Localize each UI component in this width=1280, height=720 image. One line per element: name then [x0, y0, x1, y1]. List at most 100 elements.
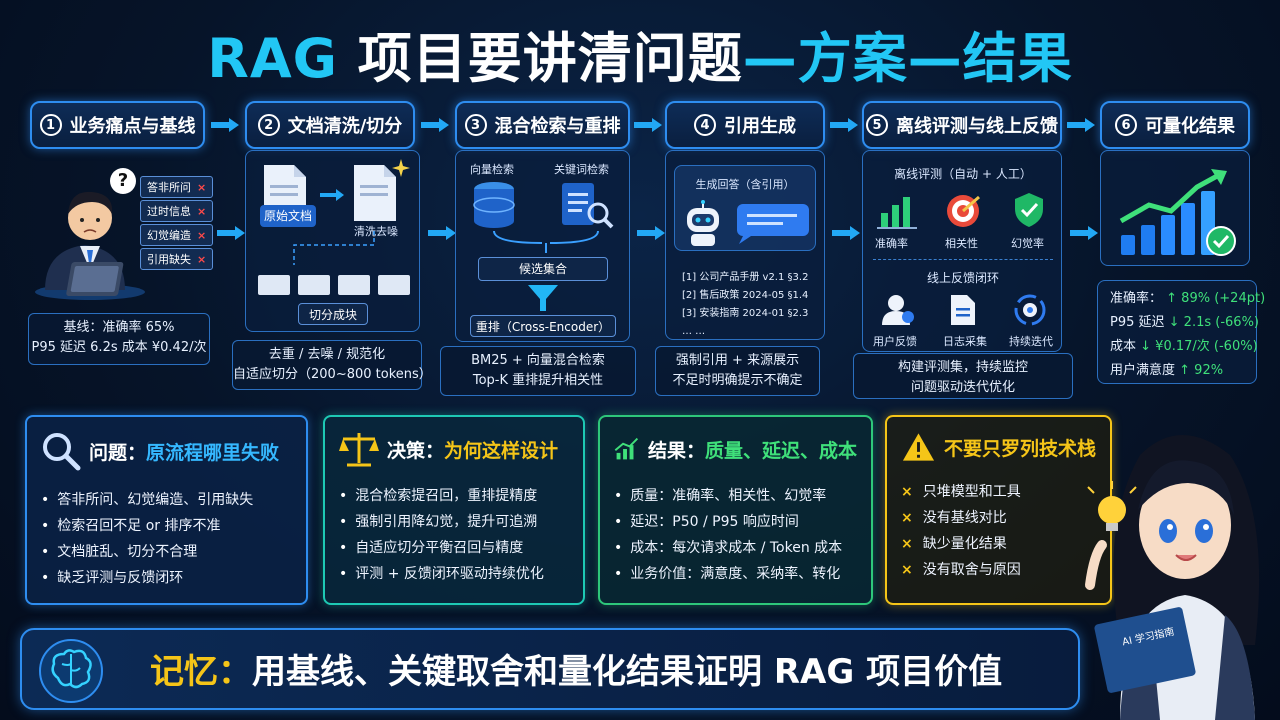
- step-number: 4: [694, 114, 716, 136]
- dashed-flow-lines: [293, 231, 375, 265]
- reference-item: [3] 安装指南 2024-01 §2.3: [682, 308, 809, 319]
- x-icon: ×: [197, 205, 207, 218]
- step-label: 引用生成: [724, 116, 796, 137]
- step2-panel: 原始文档 清洗去噪 切分成块: [245, 150, 420, 332]
- result-list: 质量：准确率、相关性、幻觉率 延迟：P50 / P95 响应时间 成本：每次请求…: [614, 483, 857, 587]
- step-label: 业务痛点与基线: [69, 116, 196, 137]
- card-title-main: 原流程哪里失败: [146, 441, 280, 464]
- caption-line: 去重 / 去噪 / 规范化: [268, 347, 386, 362]
- problem-list: 答非所问、幻觉编造、引用缺失 检索召回不足 or 排序不准 文档脏乱、切分不合理…: [41, 487, 292, 591]
- caption-line: Top-K 重排提升相关性: [472, 373, 604, 388]
- arrow-right-icon: [211, 118, 239, 132]
- step3-panel: 向量检索 关键词检索 候选集合 重排（Cross-Encoder）: [455, 150, 630, 342]
- warning-item: 没有取舍与原因: [922, 562, 1021, 578]
- step-label: 可量化结果: [1145, 116, 1235, 137]
- growth-chart-icon: [1119, 169, 1236, 256]
- document-search-icon: [562, 183, 614, 229]
- arrow-right-icon: [217, 226, 245, 240]
- warning-item: 只堆模型和工具: [922, 484, 1021, 500]
- list-item: 混合检索提召回，重排提精度: [339, 483, 569, 509]
- issue-tag: 幻觉编造 ×: [140, 224, 214, 246]
- decision-card-title: 决策：为何这样设计: [339, 431, 569, 467]
- guide-character-illustration: [1085, 435, 1260, 720]
- decision-list: 混合检索提召回，重排提精度 强制引用降幻觉，提升可追溯 自适应切分平衡召回与精度…: [339, 483, 569, 587]
- question-bubble-icon: ?: [110, 168, 136, 194]
- arrow-right-icon: [634, 118, 662, 132]
- x-icon: ×: [901, 562, 913, 578]
- warning-item: 没有基线对比: [922, 510, 1007, 526]
- caption-line: 构建评测集，持续监控: [897, 360, 1028, 375]
- issue-tag: 过时信息 ×: [140, 200, 214, 222]
- x-icon: ×: [901, 484, 913, 500]
- result-value: ↓ 2.1s (-66%): [1168, 315, 1259, 330]
- clean-doc-label: 清洗去噪: [354, 225, 398, 238]
- list-item: 成本：每次请求成本 / Token 成本: [614, 535, 857, 561]
- online-item: 持续迭代: [1009, 335, 1053, 348]
- warning-card: 不要只罗列技术栈 ×只堆模型和工具 ×没有基线对比 ×缺少量化结果 ×没有取舍与…: [885, 415, 1112, 605]
- iterate-gear-icon: [1014, 294, 1046, 326]
- raw-doc-label: 原始文档: [260, 205, 316, 227]
- result-value: ↓ ¥0.17/次 (-60%): [1140, 339, 1258, 354]
- list-item: 文档脏乱、切分不合理: [41, 539, 292, 565]
- candidates-label: 候选集合: [478, 257, 608, 281]
- reference-item: [2] 售后政策 2024-05 §1.4: [682, 290, 809, 301]
- issue-label: 答非所问: [147, 181, 191, 194]
- gen-title: 生成回答（含引用）: [695, 178, 795, 191]
- arrow-right-icon: [421, 118, 449, 132]
- step1-baseline: 基线：准确率 65% P95 延迟 6.2s 成本 ¥0.42/次: [28, 313, 210, 365]
- issue-label: 幻觉编造: [147, 229, 191, 242]
- bar-chart-icon: [877, 197, 917, 229]
- result-accuracy: 准确率： ↑ 89% (+24pt): [1110, 287, 1265, 311]
- result-label: P95 延迟: [1110, 315, 1165, 330]
- issue-tag: 引用缺失×: [140, 248, 214, 270]
- step-label: 离线评测与线上反馈: [896, 116, 1058, 137]
- list-item: 缺乏评测与反馈闭环: [41, 565, 292, 591]
- list-item: ×没有基线对比: [901, 505, 1096, 531]
- caption-line: BM25 + 向量混合检索: [471, 353, 605, 368]
- x-icon: ×: [197, 181, 207, 194]
- result-latency: P95 延迟 ↓ 2.1s (-66%): [1110, 311, 1259, 335]
- arrow-right-icon: [830, 118, 858, 132]
- result-label: 成本: [1110, 339, 1137, 354]
- problem-card: 问题：原流程哪里失败 答非所问、幻觉编造、引用缺失 检索召回不足 or 排序不准…: [25, 415, 308, 605]
- step-number: 3: [464, 114, 487, 136]
- arrow-right-icon: [1067, 118, 1095, 132]
- warning-triangle-icon: [902, 433, 935, 461]
- step-number: 2: [257, 114, 280, 136]
- result-card: 结果：质量、延迟、成本 质量：准确率、相关性、幻觉率 延迟：P50 / P95 …: [598, 415, 873, 605]
- offline-item: 相关性: [945, 237, 978, 250]
- issue-tag: 答非所问 ×: [140, 176, 214, 198]
- x-icon: ×: [901, 536, 913, 552]
- step4-panel: 生成回答（含引用） [1] 公司产品手册 v2.1 §3.2 [2] 售后政策 …: [665, 150, 825, 340]
- step6-results: 准确率： ↑ 89% (+24pt) P95 延迟 ↓ 2.1s (-66%) …: [1097, 280, 1265, 384]
- online-item: 日志采集: [943, 335, 987, 348]
- step2-caption: 去重 / 去噪 / 规范化 自适应切分（200~800 tokens）: [232, 340, 432, 390]
- target-icon: [947, 195, 980, 227]
- list-item: 答非所问、幻觉编造、引用缺失: [41, 487, 292, 513]
- x-icon: ×: [197, 229, 207, 242]
- memory-statement: 用基线、关键取舍和量化结果证明 RAG 项目价值: [252, 652, 1003, 692]
- step-label: 文档清洗/切分: [287, 116, 403, 137]
- memory-text: 记忆：用基线、关键取舍和量化结果证明 RAG 项目价值: [150, 644, 1002, 693]
- shield-check-icon: [1015, 193, 1043, 227]
- step3-caption: BM25 + 向量混合检索 Top-K 重排提升相关性: [440, 346, 636, 396]
- divider: [873, 259, 1053, 260]
- robot-icon: [687, 200, 719, 246]
- arrow-right-icon: [832, 226, 860, 240]
- title-part3: —方案—结果: [742, 27, 1073, 90]
- caption-line: 强制引用 + 来源展示: [675, 353, 800, 368]
- list-item: 延迟：P50 / P95 响应时间: [614, 509, 857, 535]
- offline-item: 准确率: [875, 237, 908, 250]
- worried-person-icon: [35, 191, 145, 300]
- list-item: 自适应切分平衡召回与精度: [339, 535, 569, 561]
- arrow-right-icon: [320, 189, 344, 201]
- title-part2: 项目要讲清问题: [337, 27, 743, 90]
- card-title-main: 质量、延迟、成本: [704, 439, 857, 462]
- card-title-prefix: 决策：: [387, 439, 445, 462]
- list-item: 检索召回不足 or 排序不准: [41, 513, 292, 539]
- result-satisfaction: 用户满意度 ↑ 92%: [1110, 359, 1244, 383]
- issue-label: 过时信息: [147, 205, 191, 218]
- log-document-icon: [951, 295, 975, 325]
- chunk-done-label: 切分成块: [298, 303, 368, 325]
- page-title: RAG 项目要讲清问题—方案—结果: [0, 14, 1280, 90]
